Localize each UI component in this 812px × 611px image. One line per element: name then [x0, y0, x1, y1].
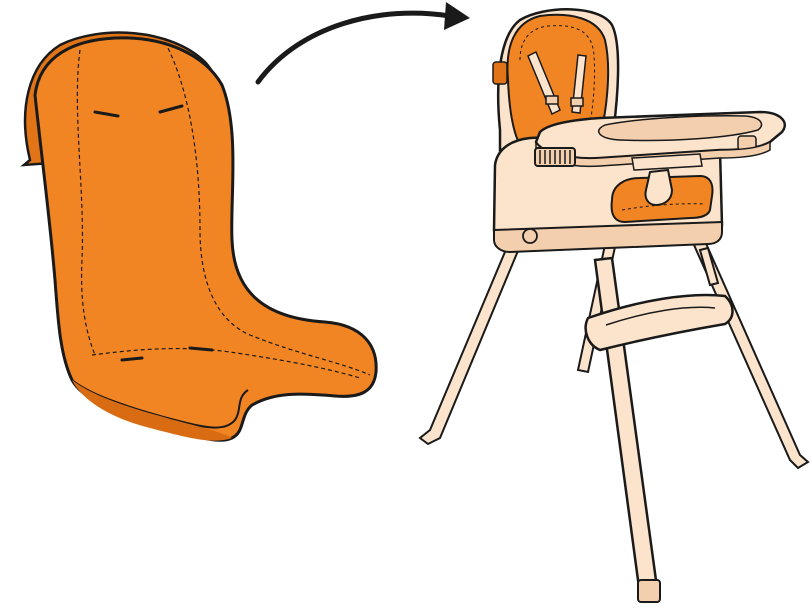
high-chair — [420, 9, 808, 602]
height-adjust-grip-icon — [535, 148, 575, 166]
harness-slot-seat-right — [190, 348, 212, 350]
curved-arrow-icon — [258, 2, 470, 82]
front-leg-left-foot — [638, 580, 660, 602]
backrest-cushion-ear — [493, 62, 507, 84]
crotch-post — [645, 170, 672, 205]
harness-buckle-left — [546, 96, 558, 104]
cushion-body — [35, 38, 376, 440]
rear-leg-left — [420, 240, 520, 444]
harness-buckle-right — [571, 98, 583, 106]
harness-slot-seat-left — [122, 358, 142, 360]
seat-cushion — [24, 33, 376, 441]
leg-pivot — [523, 229, 537, 243]
